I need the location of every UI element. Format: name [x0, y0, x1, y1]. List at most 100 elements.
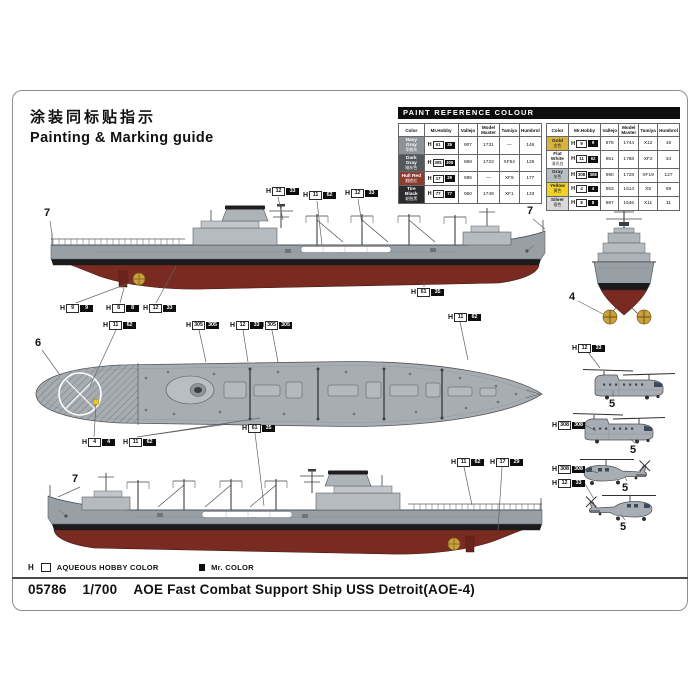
kit-title-line: 05786 1/700 AOE Fast Combat Support Ship…: [28, 582, 475, 597]
cell-humbrol: 177: [518, 171, 542, 187]
plan-view: [35, 361, 543, 427]
callout-6-deck-net: 6: [35, 337, 42, 349]
mrcolor-square-icon: [198, 564, 206, 571]
page-title-english: Painting & Marking guide: [30, 130, 214, 146]
callout-5-heli-3: 5: [622, 482, 629, 494]
cell-vallejo: 951: [600, 150, 620, 169]
col-vallejo: Vallejo: [457, 123, 479, 137]
cell-mm: —: [477, 171, 500, 187]
col-vallejo: Vallejo: [600, 123, 620, 137]
callout-7-bow-staff: 7: [527, 205, 534, 217]
cell-vallejo: 985: [457, 171, 479, 187]
swatch-silver: Silver 银色: [545, 195, 570, 211]
paint-table-right: Color Mr.Hobby Vallejo Model Master Tami…: [545, 123, 680, 211]
cell-humbrol: 34: [657, 150, 680, 169]
swatch-dark-gray: Dark Gray 暗灰色: [398, 153, 425, 173]
cell-tamiya: X12: [638, 136, 659, 151]
col-color: Color: [545, 123, 570, 137]
paint-table-left: Color Mr.Hobby Vallejo Model Master Tami…: [398, 123, 542, 204]
cell-mm: 1768: [618, 150, 640, 169]
color-system-legend: H AQUEOUS HOBBY COLOR Mr. COLOR: [28, 563, 254, 572]
page-border-frame: [12, 90, 688, 611]
paint-reference-panel: PAINT REFERENCE COLOUR Color Mr.Hobby Va…: [398, 107, 680, 211]
swatch-tire-black: Tire Black 轮胎黑: [398, 185, 425, 204]
kit-name: AOE Fast Combat Support Ship USS Detroit…: [133, 582, 476, 597]
cell-humbrol: 16: [657, 136, 680, 151]
callout-4-propellers: 4: [569, 291, 576, 303]
cell-mm: 1514: [618, 181, 640, 197]
col-tamiya: Tamiya: [638, 123, 659, 137]
kit-number: 05786: [28, 582, 67, 597]
cell-tamiya: XF2: [638, 150, 659, 169]
col-humbrol: Humbrol: [657, 123, 680, 137]
title-block: 涂装同标贴指示 Painting & Marking guide: [30, 106, 214, 146]
cell-vallejo: 997: [600, 195, 620, 211]
paint-table-header-row: Color Mr.Hobby Vallejo Model Master Tami…: [545, 123, 680, 137]
cell-tamiya: XF19: [638, 167, 659, 183]
cell-tamiya: X11: [638, 195, 659, 211]
paint-table-header-row: Color Mr.Hobby Vallejo Model Master Tami…: [398, 123, 542, 137]
cell-mm: 1749: [477, 185, 500, 204]
starboard-propeller: [636, 309, 652, 325]
cell-humbrol: 11: [657, 195, 680, 211]
helicopter-ch46-top: [582, 368, 676, 401]
cell-mm: 1731: [477, 136, 500, 155]
swatch-gold: Gold 金色: [545, 136, 570, 151]
callout-7-stern-staff: 7: [44, 207, 51, 219]
cell-humbrol: 127: [657, 167, 680, 183]
callout-5-heli-4: 5: [620, 521, 627, 533]
cell-mm: 1723: [477, 153, 500, 173]
col-tamiya: Tamiya: [498, 123, 520, 137]
callout-5-heli-2: 5: [630, 444, 637, 456]
port-propeller: [602, 309, 618, 325]
side-profile-top: [50, 203, 546, 290]
bow-view: [592, 197, 656, 325]
col-modelmaster: Model Master: [618, 123, 640, 137]
side-profile-bottom: [47, 468, 543, 555]
cell-humbrol: 146: [518, 136, 542, 155]
cell-humbrol: 133: [518, 185, 542, 204]
helicopter-sh60-right-facing: [585, 494, 657, 522]
cell-tamiya: XF1: [498, 185, 520, 204]
footer-divider: [12, 577, 688, 579]
aqueous-box-icon: [40, 563, 51, 572]
cell-vallejo: 878: [600, 136, 620, 151]
cell-tamiya: —: [498, 136, 520, 155]
cell-tamiya: XF54: [498, 153, 520, 173]
swatch-yellow: Yellow 黄色: [545, 181, 570, 197]
